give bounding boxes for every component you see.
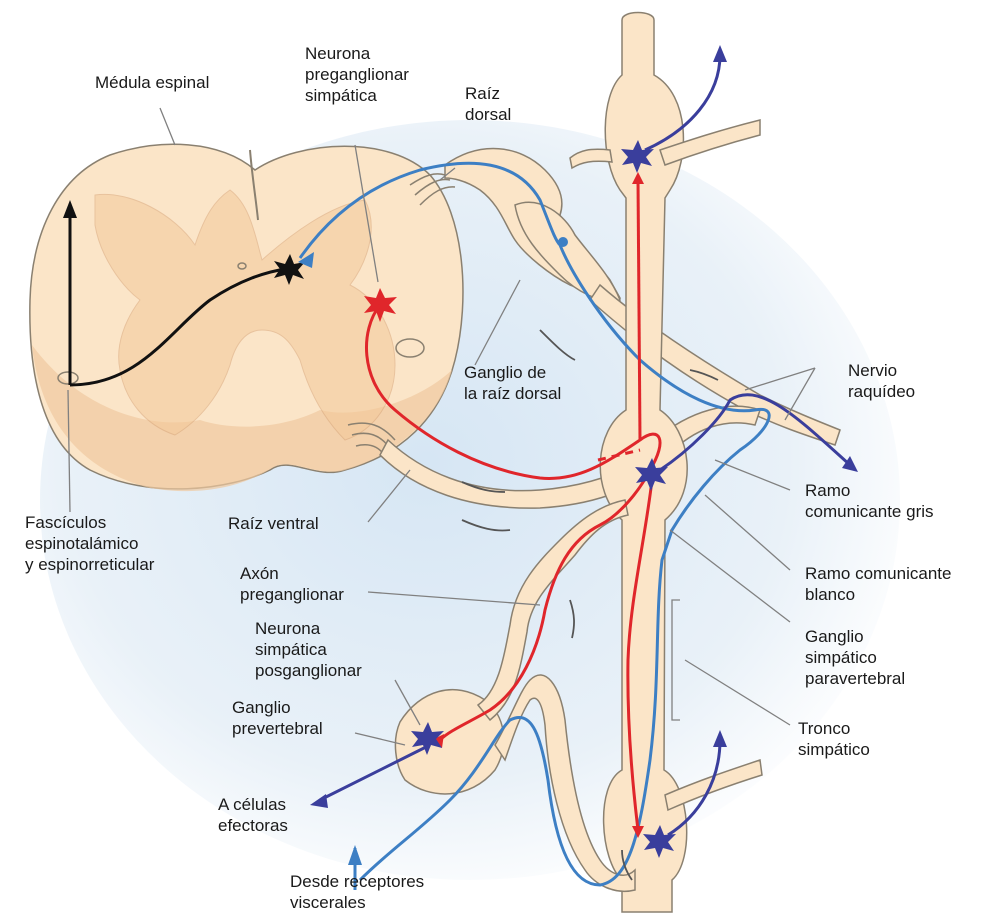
preganglionic-chain-up (638, 180, 640, 440)
label-nervio-raquideo: Nervio raquídeo (848, 360, 915, 402)
leader-medula (160, 108, 175, 145)
post-arrow-top (713, 45, 727, 62)
label-a-celulas-efectoras: A células efectoras (218, 794, 288, 836)
label-neurona-preganglionar: Neurona preganglionar simpática (305, 43, 409, 106)
label-raiz-dorsal: Raíz dorsal (465, 83, 511, 125)
label-ramo-blanco: Ramo comunicante blanco (805, 563, 951, 605)
label-ganglio-paravertebral: Ganglio simpático paravertebral (805, 626, 905, 689)
label-axon-preganglionar: Axón preganglionar (240, 563, 344, 605)
label-neurona-posganglionar: Neurona simpática posganglionar (255, 618, 362, 681)
label-medula-espinal: Médula espinal (95, 72, 209, 93)
label-fasciculos: Fascículos espinotalámico y espinorretic… (25, 512, 154, 575)
label-ganglio-prevertebral: Ganglio prevertebral (232, 697, 323, 739)
label-raiz-ventral: Raíz ventral (228, 513, 319, 534)
label-ganglio-raiz-dorsal: Ganglio de la raíz dorsal (464, 362, 561, 404)
label-desde-receptores: Desde receptores viscerales (290, 871, 424, 913)
label-ramo-gris: Ramo comunicante gris (805, 480, 934, 522)
spinal-cord (30, 144, 463, 491)
afferent-cell-body (558, 237, 568, 247)
label-tronco-simpatico: Tronco simpático (798, 718, 870, 760)
